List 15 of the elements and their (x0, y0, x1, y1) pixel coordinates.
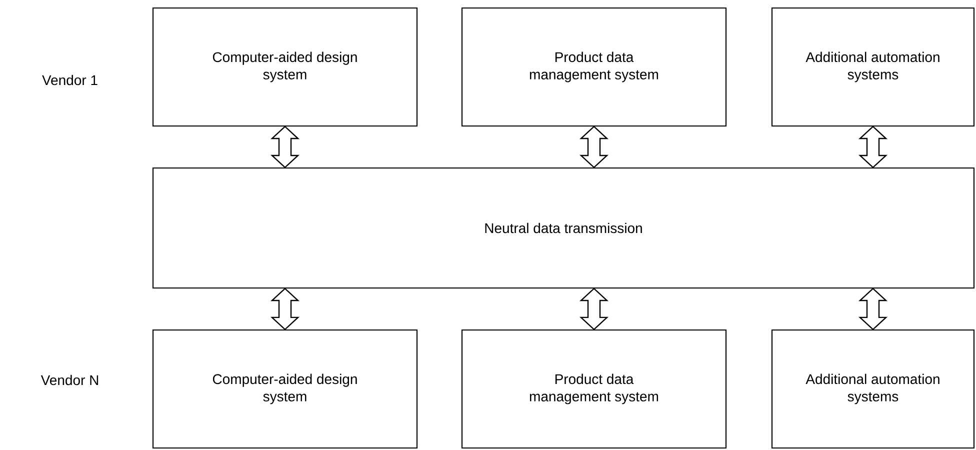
band-box: Neutral data transmission (152, 167, 975, 289)
double-arrow (858, 126, 888, 168)
double-arrow (858, 288, 888, 330)
double-arrow (579, 288, 609, 330)
system-box: Computer-aided design system (152, 7, 418, 127)
system-box: Additional automation systems (771, 7, 975, 127)
system-box: Product data management system (461, 329, 727, 449)
vendor-label: Vendor N (40, 374, 98, 386)
double-arrow (270, 126, 300, 168)
system-box: Computer-aided design system (152, 329, 418, 449)
system-box: Additional automation systems (771, 329, 975, 449)
double-arrow (270, 288, 300, 330)
system-box: Product data management system (461, 7, 727, 127)
double-arrow (579, 126, 609, 168)
vendor-label: Vendor 1 (42, 74, 98, 86)
